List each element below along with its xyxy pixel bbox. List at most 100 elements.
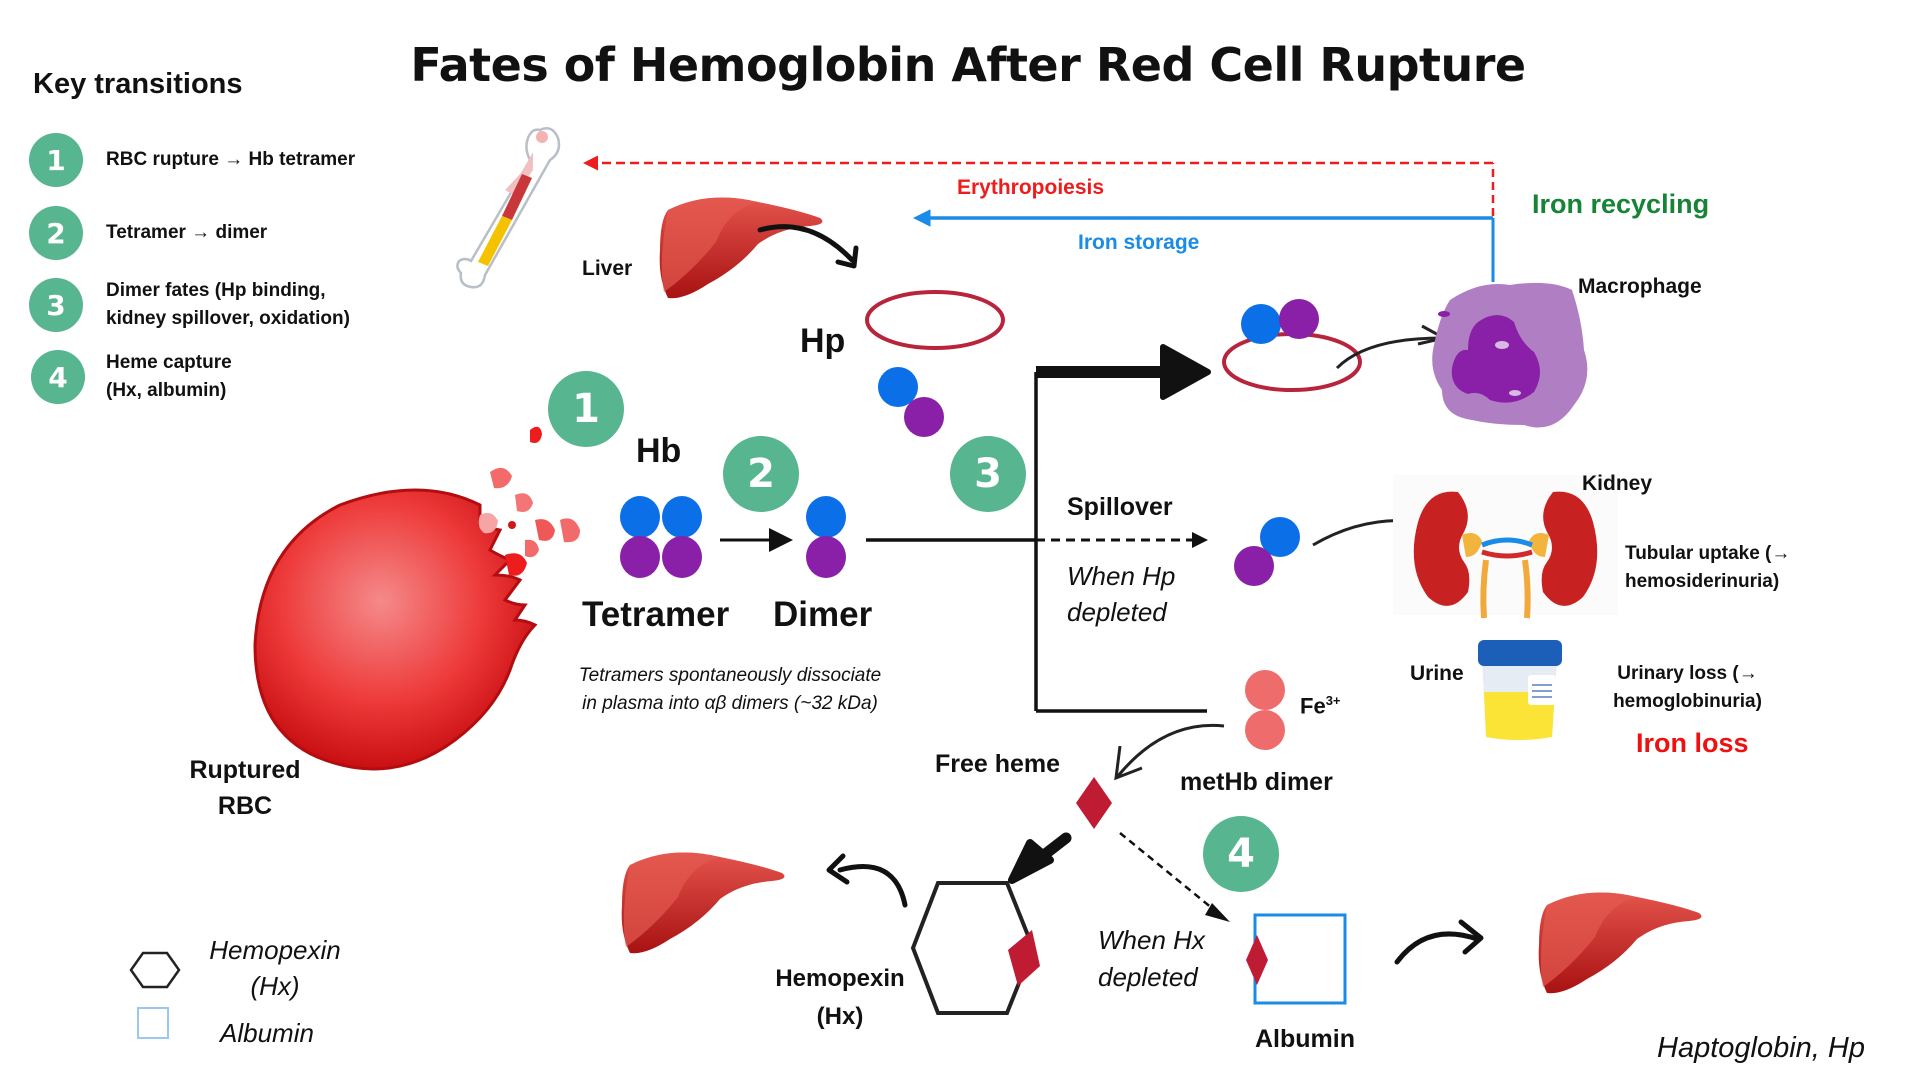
liver-icon-bottom-left <box>621 852 785 954</box>
key-transitions-heading: Key transitions <box>33 68 243 100</box>
iron-storage-arrow <box>913 209 1495 282</box>
albumin-bound-heme <box>1246 935 1268 985</box>
legend-hemopexin-line2: (Hx) <box>250 971 300 1001</box>
when-hp-line2: depleted <box>1067 597 1167 627</box>
macrophage-label: Macrophage <box>1578 275 1702 298</box>
ruptured-rbc-line2: RBC <box>217 792 273 820</box>
legend-albumin-square-icon <box>137 1007 169 1039</box>
step-badge-4: 4 <box>1203 816 1279 892</box>
urine-label: Urine <box>1410 662 1464 685</box>
iron-loss-label: Iron loss <box>1636 728 1749 758</box>
methb-chain-2 <box>1245 710 1285 750</box>
complex-beta-chain <box>1279 299 1319 339</box>
bone-marrow-icon <box>456 127 561 289</box>
key-item-3-line2: kidney spillover, oxidation) <box>106 308 350 329</box>
iron-storage-label: Iron storage <box>1078 231 1200 254</box>
key-item-4-line1: Heme capture <box>106 352 232 373</box>
key-item-3-line1: Dimer fates (Hp binding, <box>106 280 326 301</box>
legend-albumin-label: Albumin <box>220 1018 314 1048</box>
key-item-3: Dimer fates (Hp binding, kidney spillove… <box>106 277 350 333</box>
spillover-arrow <box>1036 532 1208 548</box>
liver-icon-top <box>659 197 823 299</box>
key-item-4-line2: (Hx, albumin) <box>106 380 227 401</box>
iron-recycling-label: Iron recycling <box>1532 189 1710 219</box>
key-badge-2: 2 <box>29 206 83 260</box>
legend-hemopexin-label: Hemopexin (Hx) <box>190 932 360 1004</box>
methb-to-heme-arrowhead <box>1114 745 1143 781</box>
ruptured-rbc-line1: Ruptured <box>189 756 301 784</box>
dissociation-note-line2: in plasma into αβ dimers (~32 kDa) <box>582 693 878 714</box>
footer-haptoglobin-note: Haptoglobin, Hp <box>1657 1032 1865 1064</box>
key-badge-1: 1 <box>29 133 83 187</box>
hemopexin-to-liver-arrowhead <box>826 853 850 885</box>
legend-hexagon-icon <box>129 951 181 989</box>
urinary-line1: Urinary loss (→ <box>1617 663 1758 684</box>
albumin-to-liver-arrow <box>1394 931 1480 965</box>
methb-to-heme-arrow <box>1116 723 1225 777</box>
liver-label: Liver <box>582 257 633 280</box>
heme-to-hemopexin-arrow <box>1008 832 1072 884</box>
dissociation-note-line1: Tetramers spontaneously dissociate <box>578 665 882 686</box>
key-item-1: RBC rupture → Hb tetramer <box>106 146 355 174</box>
free-heme-label: Free heme <box>935 750 1061 778</box>
macrophage-icon <box>1432 282 1588 428</box>
hb-dimer <box>806 496 846 578</box>
when-hx-line2: depleted <box>1098 962 1198 992</box>
spillover-label: Spillover <box>1067 493 1173 521</box>
albumin-to-liver-arrowhead <box>1458 919 1484 955</box>
fe3-superscript: 3+ <box>1325 693 1341 708</box>
fe3-text: Fe <box>1300 693 1326 719</box>
erythropoiesis-arrow <box>583 155 1495 216</box>
hemopexin-line2: (Hx) <box>816 1003 864 1030</box>
key-badge-3: 3 <box>29 278 83 332</box>
dissociation-note: Tetramers spontaneously dissociate in pl… <box>550 662 910 718</box>
methb-chain-1 <box>1245 670 1285 710</box>
methb-dimer-label: metHb dimer <box>1180 768 1333 796</box>
free-heme-diamond <box>1076 777 1112 829</box>
liver-icon-bottom-right <box>1538 892 1702 994</box>
legend-hemopexin-line1: Hemopexin <box>209 935 341 965</box>
when-hp-line1: When Hp <box>1067 561 1176 591</box>
urinary-loss-label: Urinary loss (→ hemoglobinuria) <box>1600 660 1775 716</box>
key-item-1-text: RBC rupture → Hb tetramer <box>106 149 356 170</box>
hemopexin-line1: Hemopexin <box>775 965 905 992</box>
dimer-label: Dimer <box>773 595 873 634</box>
tubular-line2: hemosiderinuria) <box>1625 571 1780 592</box>
alpha-chain <box>878 367 918 407</box>
page-title: Fates of Hemoglobin After Red Cell Ruptu… <box>410 38 1526 92</box>
step-badge-2: 2 <box>723 436 799 512</box>
hemopexin-heme-complex <box>910 881 1040 1015</box>
tubular-uptake-label: Tubular uptake (→ hemosiderinuria) <box>1625 540 1790 596</box>
complex-alpha-chain <box>1241 304 1281 344</box>
liver-to-hp-arrow <box>757 224 855 263</box>
hemopexin-to-liver-arrow <box>837 864 908 908</box>
spillover-beta-chain <box>1234 546 1274 586</box>
kidney-icon <box>1393 475 1618 619</box>
urine-cup-icon <box>1478 640 1562 740</box>
haptoglobin-ring <box>865 290 1005 350</box>
spillover-alpha-chain <box>1260 517 1300 557</box>
key-item-2-text: Tetramer → dimer <box>106 222 268 243</box>
ruptured-rbc-icon <box>253 426 580 771</box>
step-badge-3: 3 <box>950 436 1026 512</box>
heme-to-albumin-arrow <box>1119 832 1230 922</box>
ruptured-rbc-label: Ruptured RBC <box>165 752 325 824</box>
hp-binding-arrow <box>1036 344 1211 400</box>
key-item-2: Tetramer → dimer <box>106 219 267 247</box>
hemopexin-label: Hemopexin (Hx) <box>765 960 915 1036</box>
tubular-line1: Tubular uptake (→ <box>1625 543 1791 564</box>
liver-to-hp-arrowhead <box>835 245 859 269</box>
when-hx-line1: When Hx <box>1098 925 1205 955</box>
erythropoiesis-label: Erythropoiesis <box>957 176 1105 199</box>
step-badge-1: 1 <box>548 371 624 447</box>
fe3-label: Fe3+ <box>1300 693 1341 719</box>
key-badge-4: 4 <box>31 350 85 404</box>
tetramer-label: Tetramer <box>582 595 730 634</box>
kidney-label: Kidney <box>1582 472 1653 495</box>
hp-hb-complex-ring <box>1222 332 1362 392</box>
hb-label: Hb <box>636 432 682 470</box>
albumin-label: Albumin <box>1255 1025 1355 1053</box>
when-hp-depleted-label: When Hp depleted <box>1067 558 1175 630</box>
when-hx-depleted-label: When Hx depleted <box>1098 922 1205 996</box>
